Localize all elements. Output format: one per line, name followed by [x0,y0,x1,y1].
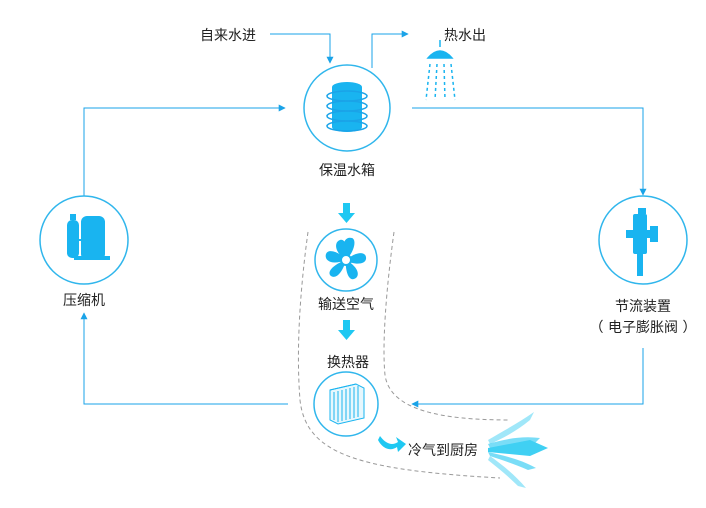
circuit-lines [80,30,647,408]
flow-arrows-down [338,203,355,340]
cold-air-label: 冷气到厨房 [408,443,478,459]
throttle-label: 节流装置 [615,299,671,315]
cold-air-icon [488,412,548,488]
water-in-label: 自来水进 [200,28,256,44]
water-tank-node [303,64,391,152]
air-duct-outline [297,231,511,479]
cold-air-arrow [378,436,406,452]
fan-node [314,228,378,292]
fan-label: 输送空气 [318,297,374,313]
compressor-label: 压缩机 [63,293,105,309]
fan-icon [325,237,367,280]
heat-exchanger-icon [329,383,365,425]
heat-exchanger-node [313,371,379,437]
water-tank-icon [326,82,368,132]
compressor-node [39,195,129,285]
throttle-sub-label: （ 电子膨胀阀 ） [589,320,697,336]
throttle-node [598,195,688,285]
heat-exchanger-label: 换热器 [327,355,369,371]
shower-icon [425,40,456,101]
compressor-icon [67,214,110,260]
tank-label: 保温水箱 [319,163,375,179]
valve-icon [626,208,658,276]
hot-water-out-label: 热水出 [444,28,486,44]
